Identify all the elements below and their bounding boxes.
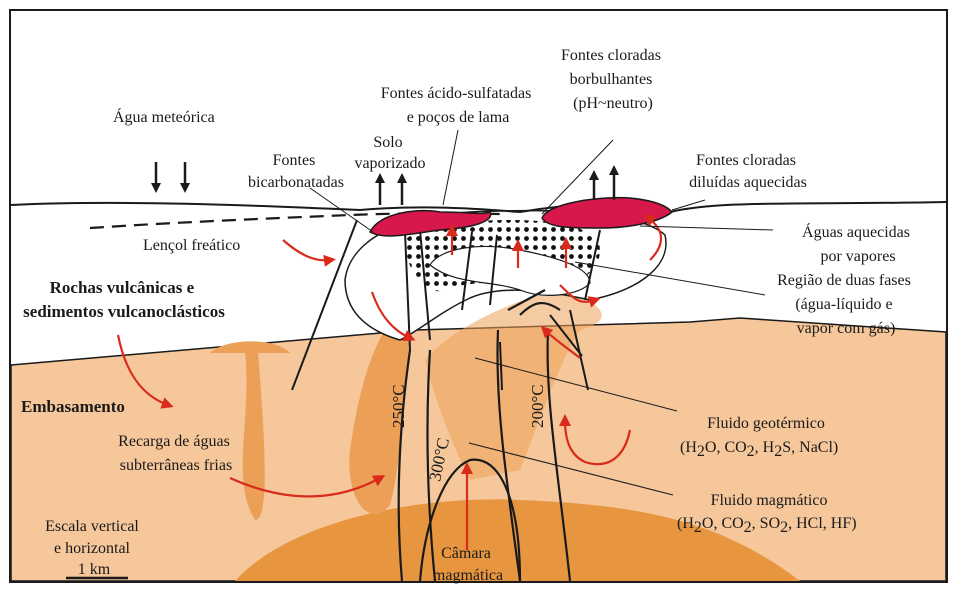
label-chloride-bubbling: Fontes cloradas borbulhantes (pH~neutro) <box>561 47 665 112</box>
label-two-phase: Região de duas fases (água-líquido e vap… <box>777 272 915 337</box>
label-water-table: Lençol freático <box>143 237 240 254</box>
label-temp-200: 200°C <box>528 384 547 428</box>
label-temp-250: 250°C <box>389 384 408 428</box>
label-geothermal-fluid: Fluido geotérmico <box>707 415 825 432</box>
label-meteoric-water: Água meteórica <box>113 107 215 126</box>
label-magmatic-fluid: Fluido magmático <box>711 492 828 509</box>
label-basement: Embasamento <box>21 397 125 416</box>
